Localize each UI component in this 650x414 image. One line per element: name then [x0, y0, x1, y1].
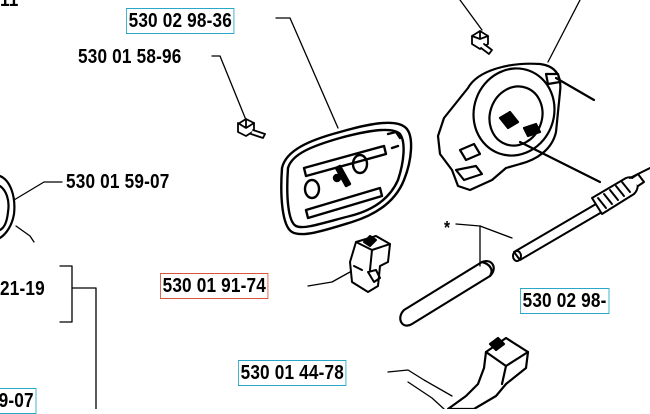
- part-530-02-98-fragment-label: 530 02 98-: [520, 288, 610, 314]
- screw-top: [471, 30, 493, 55]
- asterisk-marker: *: [444, 218, 451, 238]
- part-530-02-98-36-label: 530 02 98-36: [126, 8, 235, 34]
- left-partial-part: [0, 174, 16, 240]
- shaft-part: [512, 167, 650, 262]
- bracket-part: [446, 336, 530, 409]
- asterisk-leader: [455, 223, 513, 267]
- housing-part: [436, 62, 602, 192]
- left-bracket: [59, 265, 97, 409]
- screw-left: [237, 118, 266, 139]
- top-left-fragment-label: 11: [0, 0, 19, 11]
- part-530-01-59-07-label: 530 01 59-07: [66, 171, 170, 193]
- pin-part: [399, 260, 495, 327]
- part-530-01-91-74-label: 530 01 91-74: [160, 273, 269, 299]
- part-fragment-21-19-label: 21-19: [0, 278, 45, 300]
- chain-catcher-part: [349, 235, 391, 293]
- part-530-01-58-96-label: 530 01 58-96: [78, 46, 182, 68]
- leader-lines: [13, 17, 453, 409]
- top-right-leaders: [459, 0, 581, 63]
- part-530-01-44-78-label: 530 01 44-78: [238, 360, 347, 386]
- part-fragment-9-07-label: 9-07: [0, 388, 37, 414]
- guide-plate: [280, 121, 413, 236]
